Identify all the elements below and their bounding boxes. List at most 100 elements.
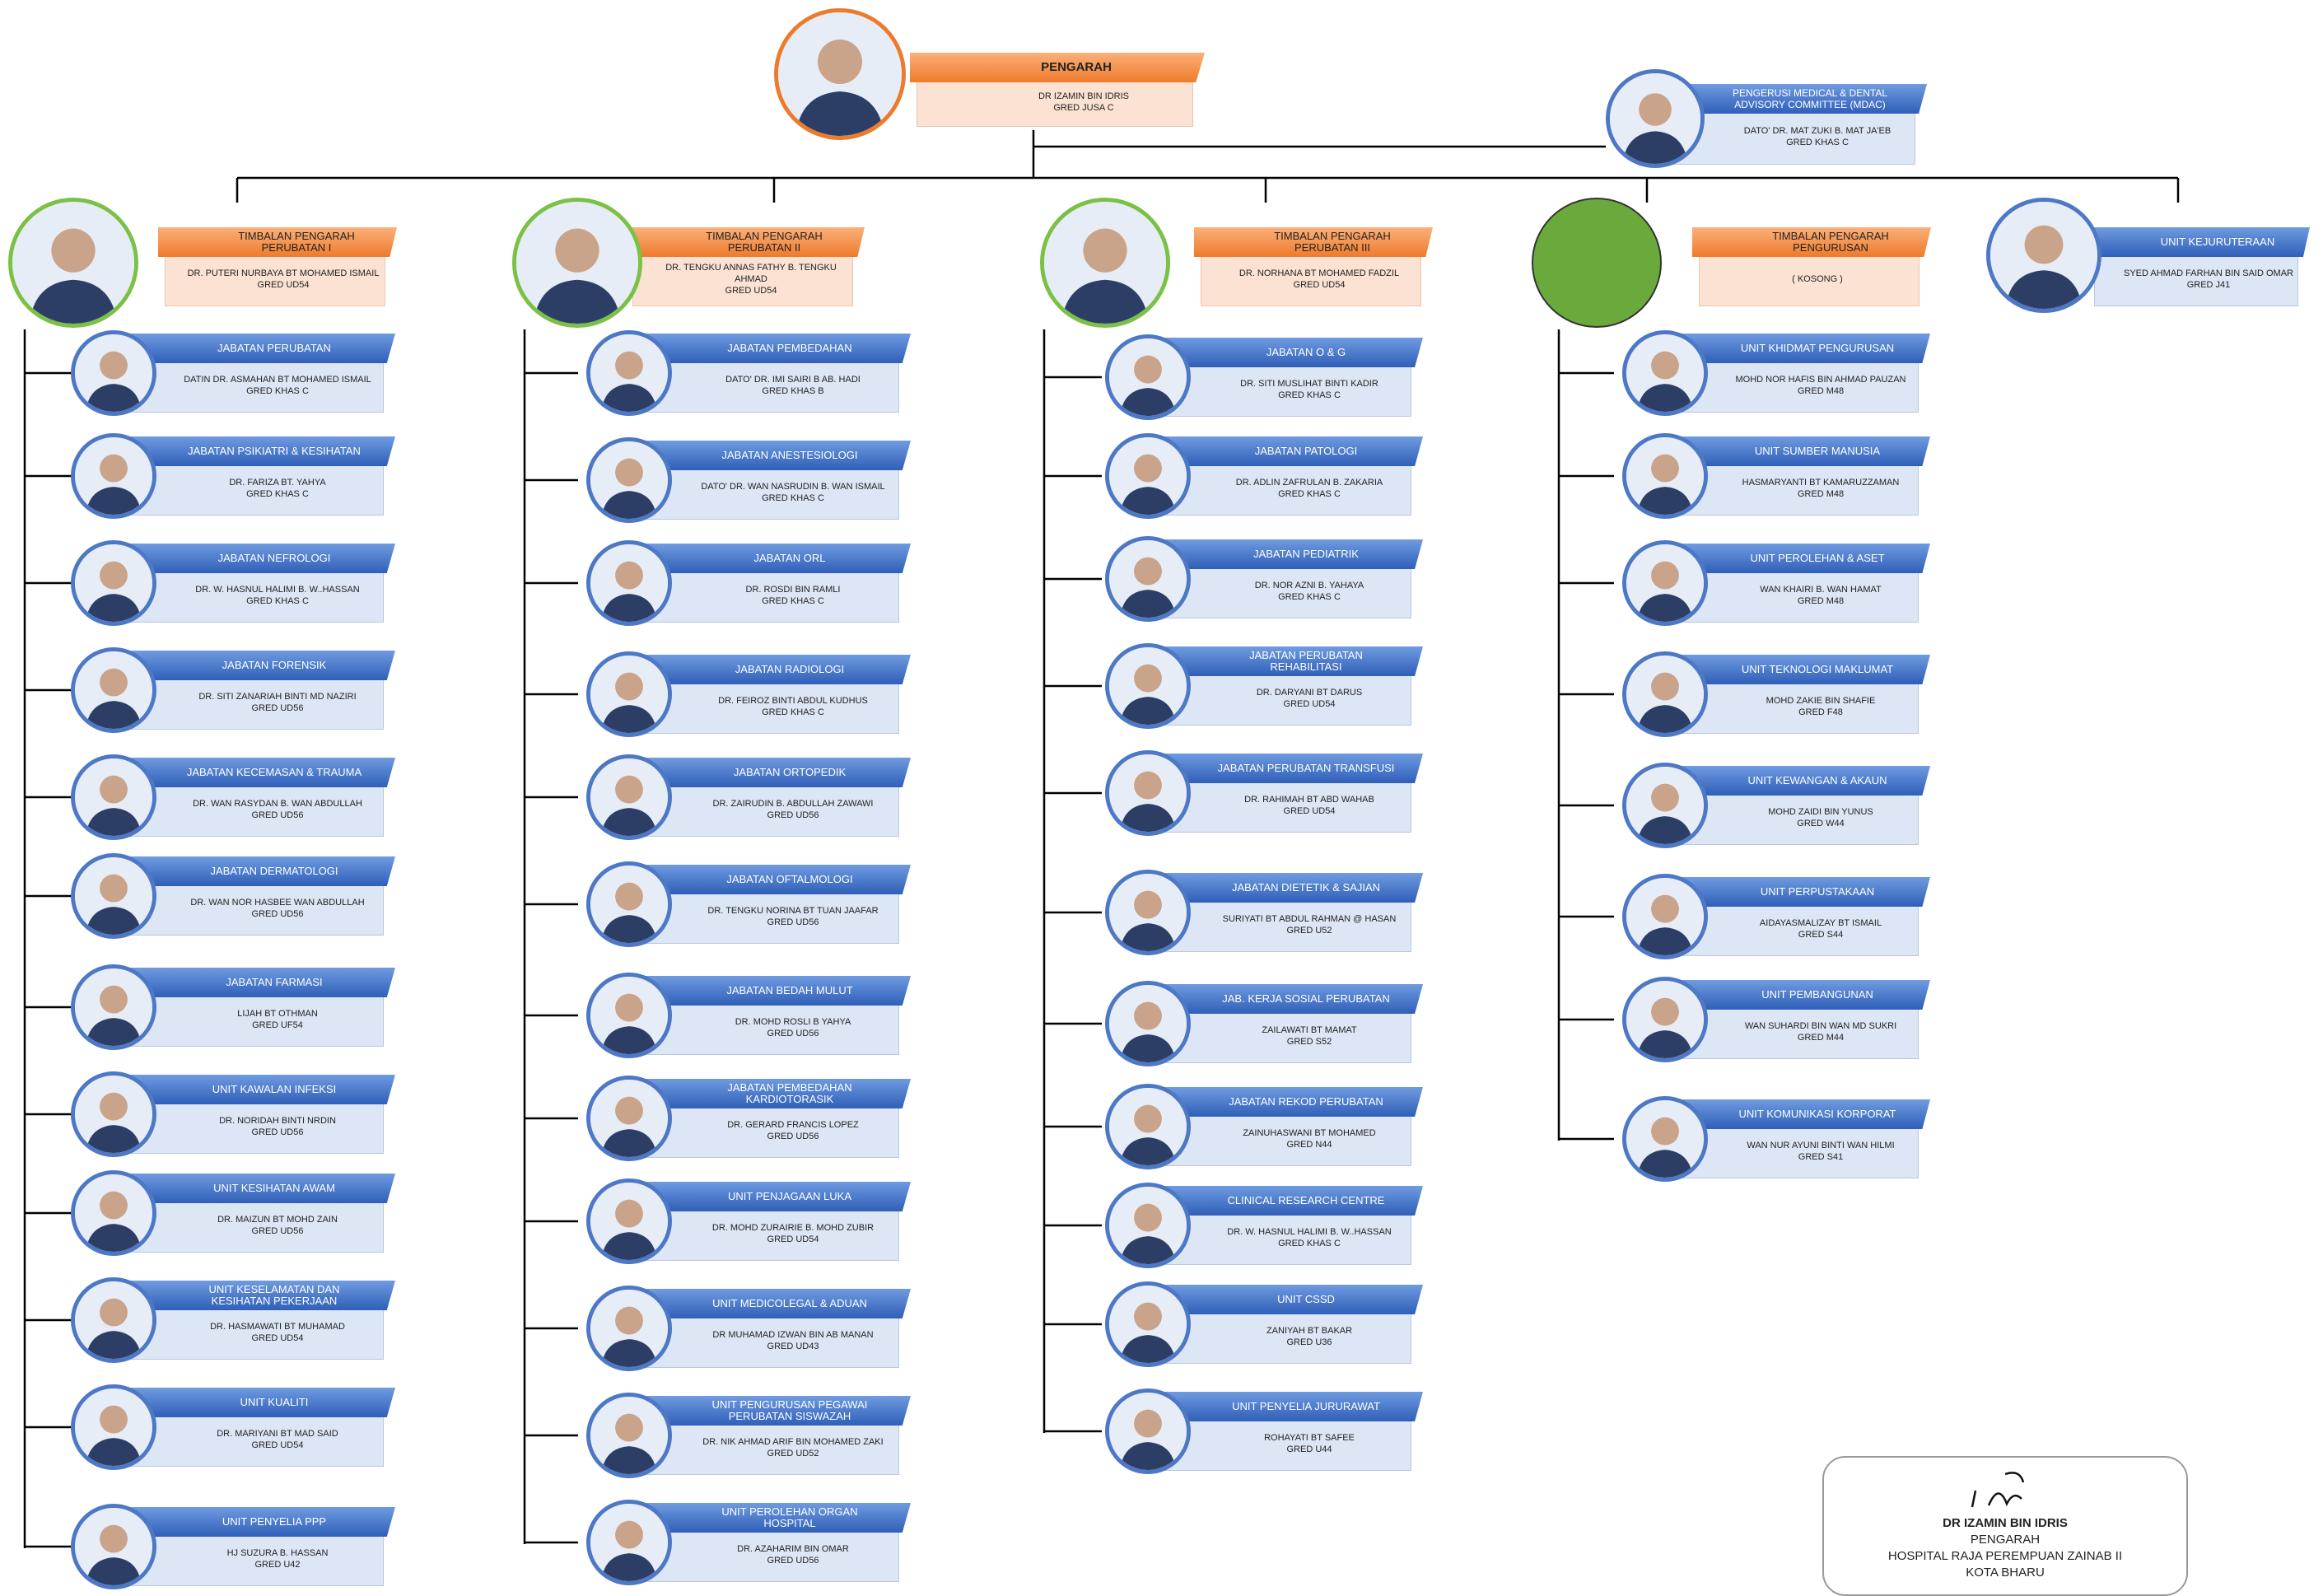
holder-grade: GRED UD54 [1283, 806, 1336, 816]
unit-title: UNIT KEWANGAN & AKAUN [1667, 766, 1930, 796]
person-photo-icon [1622, 977, 1708, 1062]
unit-title: JABATAN ORL [631, 544, 911, 573]
holder-grade: GRED UD56 [251, 810, 304, 820]
person-photo-icon [71, 1170, 156, 1256]
person-photo-icon [1105, 750, 1191, 836]
holder-name: DR. MOHD ROSLI B YAHYA [735, 1017, 851, 1027]
person-photo-icon [71, 1384, 156, 1470]
person-photo-icon [71, 1504, 156, 1589]
holder-name: DR. FEIROZ BINTI ABDUL KUDHUS [718, 696, 868, 706]
person-photo-icon [1105, 643, 1191, 729]
signature-city: KOTA BHARU [1966, 1566, 2045, 1580]
person-photo-icon [586, 1076, 672, 1161]
unit-card: DR MUHAMAD IZWAN BIN AB MANAN GRED UD43 UN… [631, 1289, 911, 1368]
person-photo-icon [71, 1277, 156, 1363]
signature-name: DR IZAMIN BIN IDRIS [1943, 1516, 2068, 1530]
holder-name: ZAINUHASWANI BT MOHAMED [1243, 1128, 1376, 1138]
holder-name: DR. TENGKU ANNAS FATHY B. TENGKU AHMAD [665, 263, 837, 284]
unit-title: UNIT KAWALAN INFEKSI [115, 1075, 395, 1104]
holder-name: DR. DARYANI BT DARUS [1256, 688, 1363, 698]
unit-title: UNIT CSSD [1151, 1285, 1423, 1314]
holder-grade: GRED U42 [254, 1560, 301, 1570]
holder-grade: GRED J41 [2186, 280, 2231, 290]
holder-name: LIJAH BT OTHMAN [237, 1009, 318, 1019]
unit-title: UNIT MEDICOLEGAL & ADUAN [631, 1289, 911, 1318]
holder-grade: GRED U52 [1286, 926, 1332, 936]
holder-name: DR MUHAMAD IZWAN BIN AB MANAN [712, 1330, 874, 1340]
holder-name: DR. NORIDAH BINTI NRDIN [219, 1116, 336, 1126]
holder-name: DR. NORHANA BT MOHAMED FADZIL [1238, 268, 1400, 278]
unit-title: JABATAN PERUBATAN REHABILITASI [1151, 646, 1423, 676]
holder-grade: GRED F48 [1798, 707, 1843, 717]
unit-title: JABATAN PSIKIATRI & KESIHATAN [115, 436, 395, 466]
unit-title: JABATAN PERUBATAN [115, 334, 395, 363]
holder-grade: GRED M48 [1797, 489, 1845, 499]
holder-name: AIDAYASMALIZAY BT ISMAIL [1759, 918, 1882, 928]
holder-name: DR. MAIZUN BT MOHD ZAIN [217, 1215, 338, 1225]
person-photo-icon [586, 651, 672, 737]
person-photo-icon [1105, 981, 1191, 1066]
holder-grade: GRED KHAS C [762, 707, 824, 717]
holder-name: DR. SITI MUSLIHAT BINTI KADIR [1240, 379, 1378, 389]
holder-grade: GRED S41 [1798, 1152, 1844, 1162]
holder-name: HJ SUZURA B. HASSAN [226, 1548, 329, 1558]
unit-title: UNIT PENGURUSAN PEGAWAI PERUBATAN SISWAZ… [631, 1396, 911, 1426]
holder-grade: GRED UD56 [251, 703, 304, 713]
person-photo-icon [1622, 651, 1708, 737]
unit-holder: DR MUHAMAD IZWAN BIN AB MANAN GRED UD43 [637, 1314, 899, 1368]
person-photo-icon [1040, 198, 1170, 328]
unit-title: JABATAN KECEMASAN & TRAUMA [115, 758, 395, 787]
holder-name: ROHAYATI BT SAFEE [1264, 1433, 1355, 1443]
holder-name: DR. HASMAWATI BT MUHAMAD [210, 1322, 345, 1332]
unit-title: UNIT KEJURUTERAAN [2087, 227, 2310, 257]
unit-title: JABATAN OFTALMOLOGI [631, 865, 911, 894]
person-photo-icon [586, 754, 672, 840]
holder-grade: GRED W44 [1797, 819, 1845, 828]
unit-title: JABATAN FORENSIK [115, 651, 395, 680]
holder-grade: GRED UD43 [767, 1342, 819, 1351]
unit-title: JABATAN RADIOLOGI [631, 655, 911, 684]
person-photo-icon [1622, 763, 1708, 848]
holder-name: ZAILAWATI BT MAMAT [1262, 1025, 1357, 1035]
holder-grade: GRED KHAS C [1278, 489, 1341, 499]
holder-name: DR. ZAIRUDIN B. ABDULLAH ZAWAWI [712, 799, 874, 809]
person-photo-icon [1986, 198, 2101, 313]
holder-grade: GRED M44 [1797, 1033, 1845, 1043]
holder-grade: GRED KHAS C [1786, 138, 1849, 147]
signature-role: PENGARAH [1970, 1533, 2041, 1547]
person-photo-icon [774, 8, 906, 140]
person-photo-icon [71, 540, 156, 626]
person-photo-icon [71, 853, 156, 939]
person-photo-icon [71, 754, 156, 840]
holder-grade: GRED KHAS C [246, 489, 309, 499]
unit-title: UNIT KOMUNIKASI KORPORAT [1667, 1099, 1930, 1129]
person-photo-icon [586, 540, 672, 626]
holder-grade: GRED UD56 [767, 1556, 819, 1566]
unit-title: CLINICAL RESEARCH CENTRE [1151, 1186, 1423, 1216]
